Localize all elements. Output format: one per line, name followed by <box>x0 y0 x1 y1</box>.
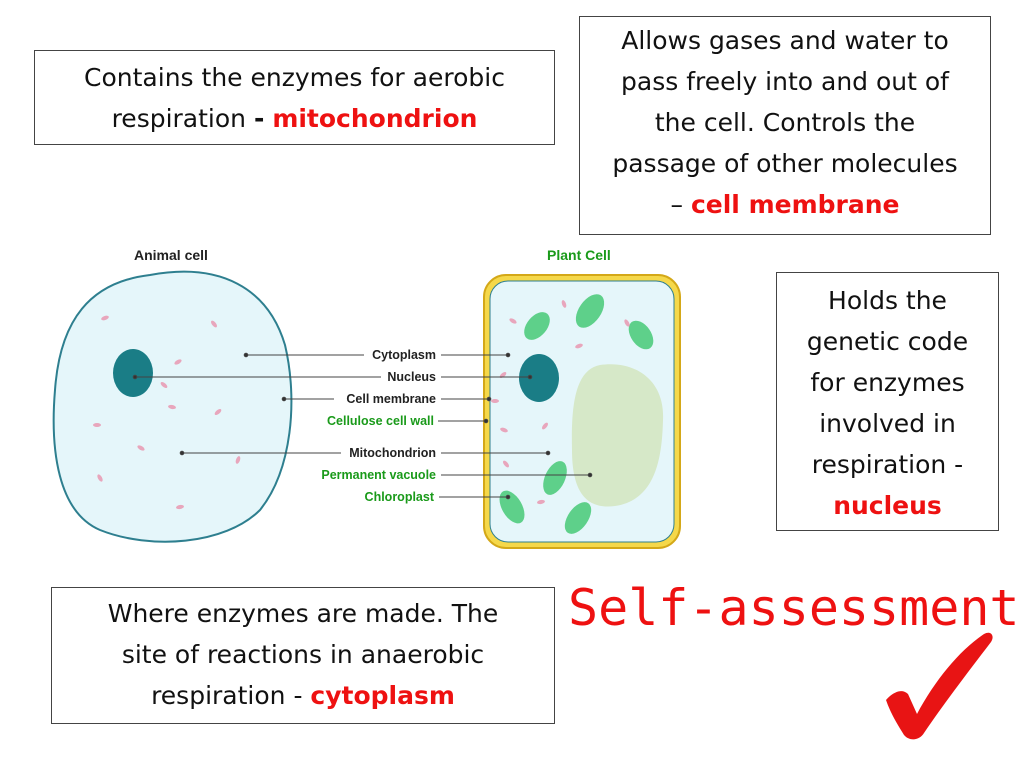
cell-membrane-answer: cell membrane <box>690 190 900 219</box>
permanent-vacuole <box>571 364 664 507</box>
chloroplasts <box>499 294 654 534</box>
nucleus-text-line: respiration - <box>811 450 964 479</box>
label-cellulose-cell-wall: Cellulose cell wall <box>327 414 434 428</box>
cytoplasm-text-line3: respiration - cytoplasm <box>151 681 455 710</box>
membrane-text-line: pass freely into and out of <box>621 67 949 96</box>
mitochondrion-description-box: Contains the enzymes for aerobic respira… <box>34 50 555 145</box>
plant-cell-title: Plant Cell <box>547 247 611 263</box>
membrane-text-line: the cell. Controls the <box>654 108 916 137</box>
membrane-text-line: – cell membrane <box>670 190 900 219</box>
check-mark-icon <box>886 632 993 740</box>
label-nucleus: Nucleus <box>387 370 436 384</box>
animal-cell-title: Animal cell <box>134 247 208 263</box>
cytoplasm-text-line2: site of reactions in anaerobic <box>121 640 485 669</box>
label-cell-membrane: Cell membrane <box>346 392 436 406</box>
label-mitochondrion: Mitochondrion <box>349 446 436 460</box>
self-assessment-heading: Self-assessment <box>568 579 1020 637</box>
nucleus-text-line: Holds the <box>828 286 947 315</box>
cytoplasm-description-box: Where enzymes are made. The site of reac… <box>51 587 555 724</box>
cytoplasm-answer: cytoplasm <box>310 681 455 710</box>
label-chloroplast: Chloroplast <box>365 490 435 504</box>
nucleus-answer: nucleus <box>833 491 942 520</box>
membrane-text-line: Allows gases and water to <box>621 26 949 55</box>
label-cytoplasm: Cytoplasm <box>372 348 436 362</box>
mitochondrion-text-line2: respiration - mitochondrion <box>111 104 478 133</box>
plant-nucleus <box>519 354 559 402</box>
nucleus-text-line: for enzymes <box>810 368 965 397</box>
label-pointer-lines <box>132 352 593 500</box>
nucleus-text-line: involved in <box>819 409 956 438</box>
animal-mitochondria <box>93 315 241 510</box>
mitochondrion-answer: mitochondrion <box>272 104 478 133</box>
cell-membrane-description-box: Allows gases and water to pass freely in… <box>579 16 991 235</box>
membrane-text-line: passage of other molecules <box>612 149 958 178</box>
label-permanent-vacuole: Permanent vacuole <box>321 468 436 482</box>
mitochondrion-text-line1: Contains the enzymes for aerobic <box>84 63 505 92</box>
nucleus-description-box: Holds the genetic code for enzymes invol… <box>776 272 999 531</box>
nucleus-text-line: genetic code <box>806 327 969 356</box>
plant-mitochondria <box>491 300 630 505</box>
animal-nucleus <box>113 349 153 397</box>
cytoplasm-text-line1: Where enzymes are made. The <box>107 599 499 628</box>
